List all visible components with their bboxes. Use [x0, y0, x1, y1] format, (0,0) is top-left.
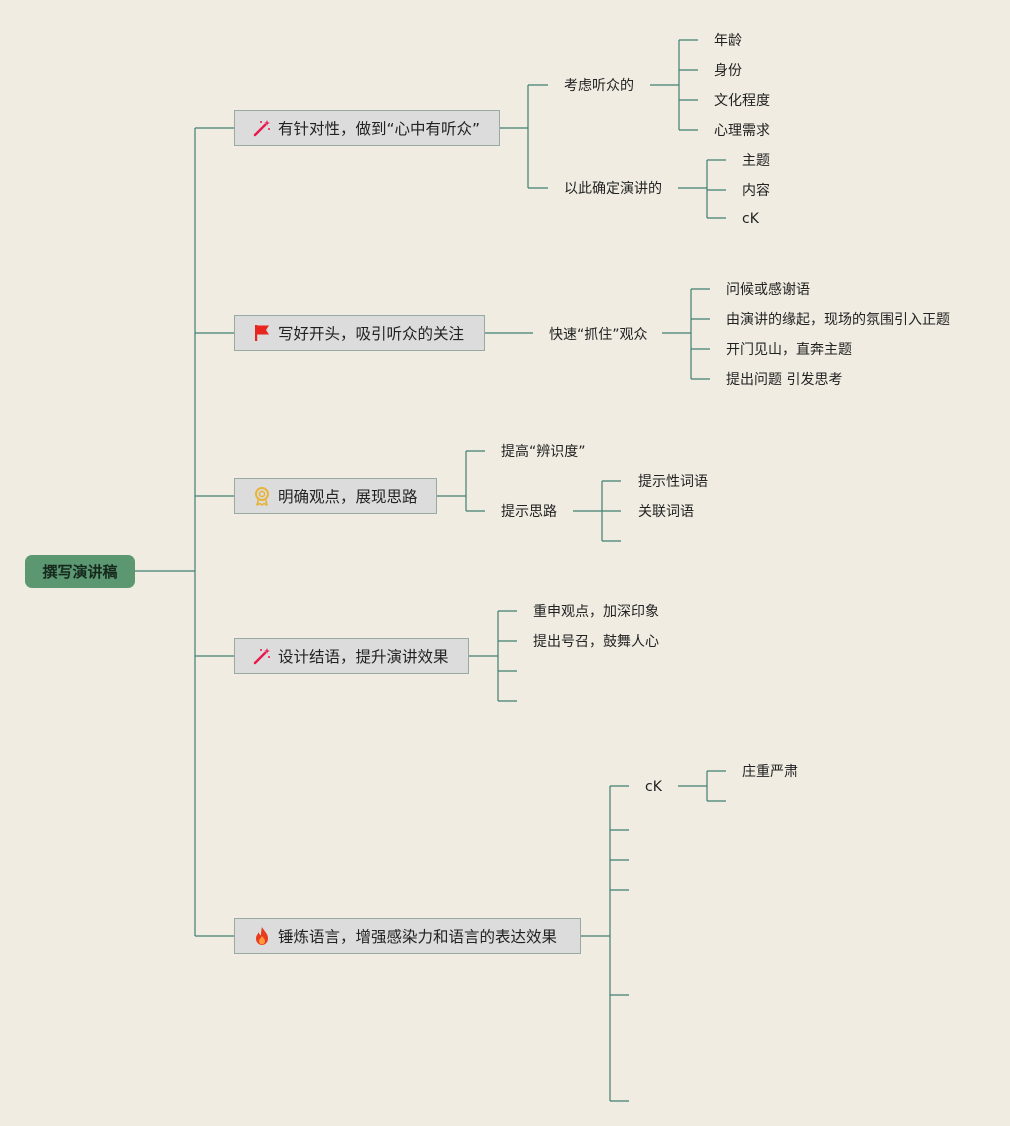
leaf-age[interactable]: 年龄 [714, 33, 742, 49]
subtopic-grab-audience[interactable]: 快速“抓住”观众 [549, 327, 648, 343]
leaf-content[interactable]: 内容 [742, 183, 770, 199]
leaf-question[interactable]: 提出问题 引发思考 [726, 372, 843, 388]
topic-label: 设计结语，提升演讲效果 [278, 648, 449, 666]
subtopic-call-to-action[interactable]: 提出号召，鼓舞人心 [533, 634, 659, 650]
topic-opening[interactable]: 写好开头，吸引听众的关注 [234, 315, 485, 351]
subtopic-hint-thinking[interactable]: 提示思路 [501, 504, 557, 520]
topic-conclusion[interactable]: 设计结语，提升演讲效果 [234, 638, 469, 674]
leaf-education[interactable]: 文化程度 [714, 93, 770, 109]
topic-audience[interactable]: 有针对性，做到“心中有听众” [234, 110, 500, 146]
subtopic-ck-2[interactable]: cK [645, 779, 662, 795]
root-node[interactable]: 撰写演讲稿 [25, 555, 135, 588]
topic-label: 写好开头，吸引听众的关注 [278, 325, 465, 343]
magic-wand-icon [253, 120, 270, 137]
subtopic-recognizability[interactable]: 提高“辨识度” [501, 444, 586, 460]
leaf-hint-words[interactable]: 提示性词语 [638, 474, 708, 490]
topic-label: 明确观点，展现思路 [278, 488, 418, 506]
topic-label: 锤炼语言，增强感染力和语言的表达效果 [278, 928, 558, 946]
leaf-solemn[interactable]: 庄重严肃 [742, 764, 798, 780]
subtopic-determine-speech[interactable]: 以此确定演讲的 [564, 181, 662, 197]
red-flag-icon [255, 325, 269, 341]
topic-label: 有针对性，做到“心中有听众” [278, 120, 481, 138]
topic-language[interactable]: 锤炼语言，增强感染力和语言的表达效果 [234, 918, 581, 954]
subtopic-restate[interactable]: 重申观点，加深印象 [533, 604, 659, 620]
fire-icon [256, 927, 268, 945]
topic-viewpoint[interactable]: 明确观点，展现思路 [234, 478, 437, 514]
leaf-conjunctions[interactable]: 关联词语 [638, 504, 694, 520]
leaf-ck-1[interactable]: cK [742, 211, 759, 227]
leaf-theme[interactable]: 主题 [742, 153, 770, 169]
leaf-origin[interactable]: 由演讲的缘起，现场的氛围引入正题 [726, 312, 950, 328]
leaf-identity[interactable]: 身份 [714, 63, 742, 79]
magic-wand-icon [253, 648, 270, 665]
subtopic-consider-audience[interactable]: 考虑听众的 [564, 78, 634, 94]
medal-icon [255, 487, 269, 506]
leaf-greeting[interactable]: 问候或感谢语 [726, 282, 810, 298]
leaf-direct[interactable]: 开门见山，直奔主题 [726, 342, 852, 358]
leaf-psychology[interactable]: 心理需求 [714, 123, 770, 139]
